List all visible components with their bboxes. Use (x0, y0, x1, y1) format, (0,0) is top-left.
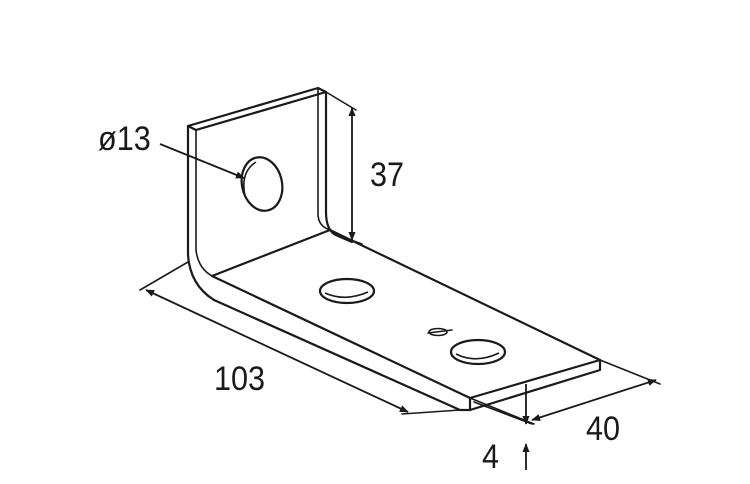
dim-thickness-ext (469, 397, 535, 425)
dim-length (139, 261, 461, 415)
dim-hole-diameter-label: ø13 (98, 120, 151, 158)
dim-thickness-label: 4 (482, 438, 500, 476)
hole-base-1-outer (318, 277, 376, 305)
vertical-leg-inner-edge (195, 129, 213, 277)
dim-height-ext-bottom (339, 235, 363, 245)
vertical-leg-front-face (186, 86, 354, 244)
dim-width (473, 359, 661, 425)
vertical-leg-top-edge (186, 90, 328, 132)
horizontal-leg-top-face (210, 228, 602, 400)
dim-width-ext-right (599, 359, 661, 385)
vertical-leg (186, 86, 354, 302)
stamp-mark-line (427, 329, 453, 334)
hole-base-2-inner (455, 352, 500, 360)
hole-vertical (240, 156, 284, 212)
hole-base-2-outer (449, 338, 507, 366)
dim-hole-diameter (159, 143, 245, 179)
hole-vertical-outer (240, 156, 284, 212)
hole-base-1 (318, 277, 376, 305)
dim-hole-leader (159, 143, 245, 179)
dim-thickness (469, 384, 535, 470)
dim-length-ext-left (139, 261, 189, 291)
hole-vertical-inner (243, 161, 257, 197)
stamp-mark (427, 327, 453, 337)
dim-width-label: 40 (586, 410, 621, 448)
vertical-leg-inner-bend (317, 87, 331, 231)
hole-base-2 (449, 338, 507, 366)
stamp-mark-ellipse (428, 327, 448, 337)
dim-height-label: 37 (370, 156, 405, 194)
dim-length-line (145, 289, 409, 413)
horizontal-leg (210, 228, 602, 412)
dim-width-ext-left (473, 401, 533, 425)
horizontal-leg-front-edge (212, 298, 602, 412)
dim-height (325, 91, 363, 245)
dim-height-ext-top (325, 91, 357, 111)
dim-length-ext-right (401, 409, 461, 415)
dim-width-line (531, 379, 657, 421)
dim-length-label: 103 (214, 360, 266, 398)
